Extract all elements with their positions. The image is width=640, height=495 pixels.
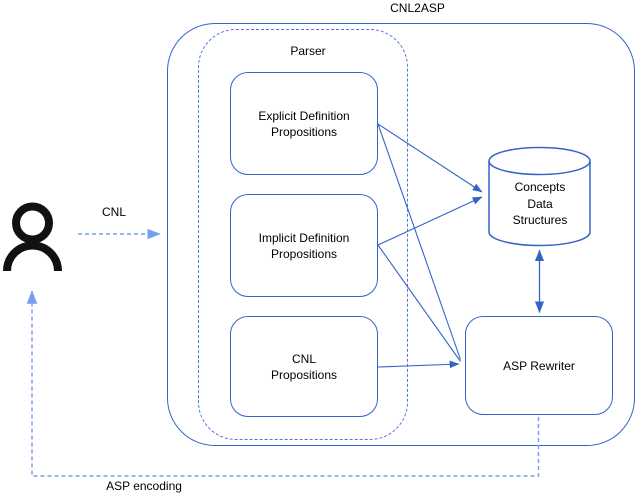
concepts-database-label: Concepts Data Structures xyxy=(512,180,568,227)
asp-encoding-output-label: ASP encoding xyxy=(106,479,182,493)
parser-group-container xyxy=(198,29,408,440)
edge-asp-encoding-return xyxy=(26,290,540,477)
parser-group-label: Parser xyxy=(290,44,326,58)
node-implicit-definition-propositions: Implicit Definition Propositions xyxy=(230,194,378,297)
node-implicit-label: Implicit Definition Propositions xyxy=(258,230,350,261)
node-explicit-definition-propositions: Explicit Definition Propositions xyxy=(230,72,378,175)
concepts-database-cylinder xyxy=(488,146,591,247)
cnl-input-label: CNL xyxy=(101,205,126,219)
node-asp-rewriter-label: ASP Rewriter xyxy=(503,358,575,373)
node-cnl-propositions: CNL Propositions xyxy=(230,316,378,417)
node-asp-rewriter: ASP Rewriter xyxy=(465,316,613,415)
edge-implicit-to-rewriter xyxy=(377,244,461,362)
edge-explicit-to-rewriter xyxy=(377,123,462,360)
node-explicit-label: Explicit Definition Propositions xyxy=(258,108,350,139)
edge-explicit-to-concepts xyxy=(377,123,483,193)
user-person-icon xyxy=(3,202,62,272)
cnl2asp-container xyxy=(167,23,635,446)
node-cnl-propositions-label: CNL Propositions xyxy=(270,351,338,382)
diagram-title: CNL2ASP xyxy=(390,1,445,15)
edge-cnlprops-to-rewriter xyxy=(377,360,460,369)
edge-implicit-to-concepts xyxy=(377,196,483,246)
